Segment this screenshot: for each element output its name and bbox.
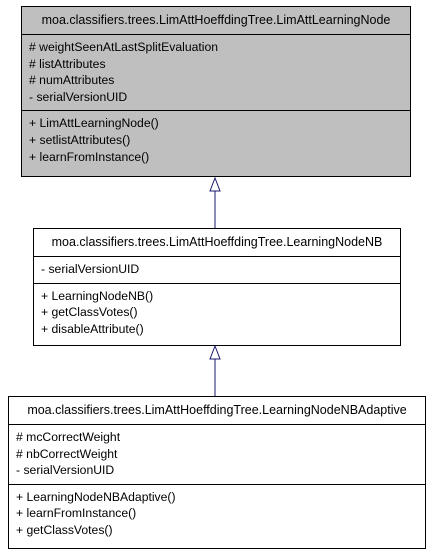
attributes-section: # weightSeenAtLastSplitEvaluation # list…: [22, 34, 410, 110]
method: + setlistAttributes(): [29, 132, 131, 147]
method: + learnFromInstance(): [16, 506, 137, 521]
generalization-arrowhead-2: [209, 344, 221, 360]
method: + LimAttLearningNode(): [29, 116, 159, 131]
attribute: # numAttributes: [29, 73, 115, 88]
attributes-section: - serialVersionUID: [34, 256, 400, 283]
generalization-arrowhead-1: [209, 176, 221, 192]
class-box-learning-node-nb[interactable]: moa.classifiers.trees.LimAttHoeffdingTre…: [33, 228, 401, 346]
attribute: # listAttributes: [29, 56, 106, 71]
methods-section: + LearningNodeNB() + getClassVotes() + d…: [34, 282, 400, 341]
attribute: # mcCorrectWeight: [16, 430, 121, 444]
class-box-limatt-learning-node[interactable]: moa.classifiers.trees.LimAttHoeffdingTre…: [21, 6, 411, 177]
method: + getClassVotes(): [41, 305, 138, 320]
class-box-learning-node-nb-adaptive[interactable]: moa.classifiers.trees.LimAttHoeffdingTre…: [8, 396, 426, 549]
class-name: moa.classifiers.trees.LimAttHoeffdingTre…: [51, 235, 383, 249]
attribute: # weightSeenAtLastSplitEvaluation: [29, 40, 219, 54]
class-name: moa.classifiers.trees.LimAttHoeffdingTre…: [27, 403, 407, 417]
attribute: - serialVersionUID: [41, 262, 140, 276]
methods-section: + LearningNodeNBAdaptive() + learnFromIn…: [9, 483, 425, 542]
class-name: moa.classifiers.trees.LimAttHoeffdingTre…: [41, 13, 391, 27]
attributes-section: # mcCorrectWeight # nbCorrectWeight - se…: [9, 424, 425, 484]
attribute: # nbCorrectWeight: [16, 446, 118, 461]
method: + LearningNodeNB(): [41, 288, 154, 303]
attribute: - serialVersionUID: [29, 89, 128, 104]
method: + getClassVotes(): [16, 522, 113, 537]
method: + learnFromInstance(): [29, 149, 150, 164]
method: + LearningNodeNBAdaptive(): [16, 489, 176, 504]
methods-section: + LimAttLearningNode() + setlistAttribut…: [22, 110, 410, 168]
method: + disableAttribute(): [41, 321, 144, 336]
attribute: - serialVersionUID: [16, 463, 115, 478]
